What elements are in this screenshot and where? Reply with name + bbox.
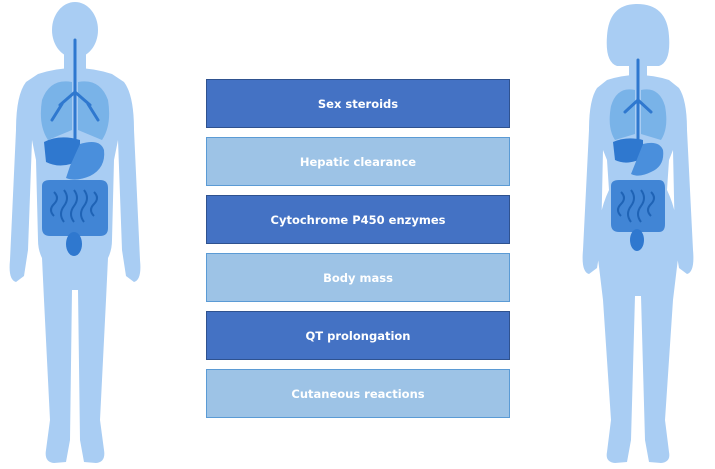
factor-box-qt-prolongation: QT prolongation [206, 311, 510, 360]
factor-box-body-mass: Body mass [206, 253, 510, 302]
factor-label: Body mass [323, 270, 393, 285]
female-body-icon [582, 4, 694, 463]
male-organs [40, 38, 110, 256]
male-body-icon [9, 2, 141, 463]
female-organs [609, 58, 667, 251]
factor-list: Sex steroids Hepatic clearance Cytochrom… [206, 79, 510, 427]
factor-label: Cytochrome P450 enzymes [270, 212, 446, 227]
factor-box-cutaneous-reactions: Cutaneous reactions [206, 369, 510, 418]
factor-label: Cutaneous reactions [291, 386, 425, 401]
factor-box-sex-steroids: Sex steroids [206, 79, 510, 128]
female-silhouette [582, 4, 694, 463]
factor-label: Hepatic clearance [299, 154, 417, 169]
male-silhouette [9, 2, 141, 463]
factor-label: QT prolongation [305, 328, 411, 343]
factor-box-cyp450: Cytochrome P450 enzymes [206, 195, 510, 244]
factor-label: Sex steroids [317, 96, 399, 111]
factor-box-hepatic-clearance: Hepatic clearance [206, 137, 510, 186]
